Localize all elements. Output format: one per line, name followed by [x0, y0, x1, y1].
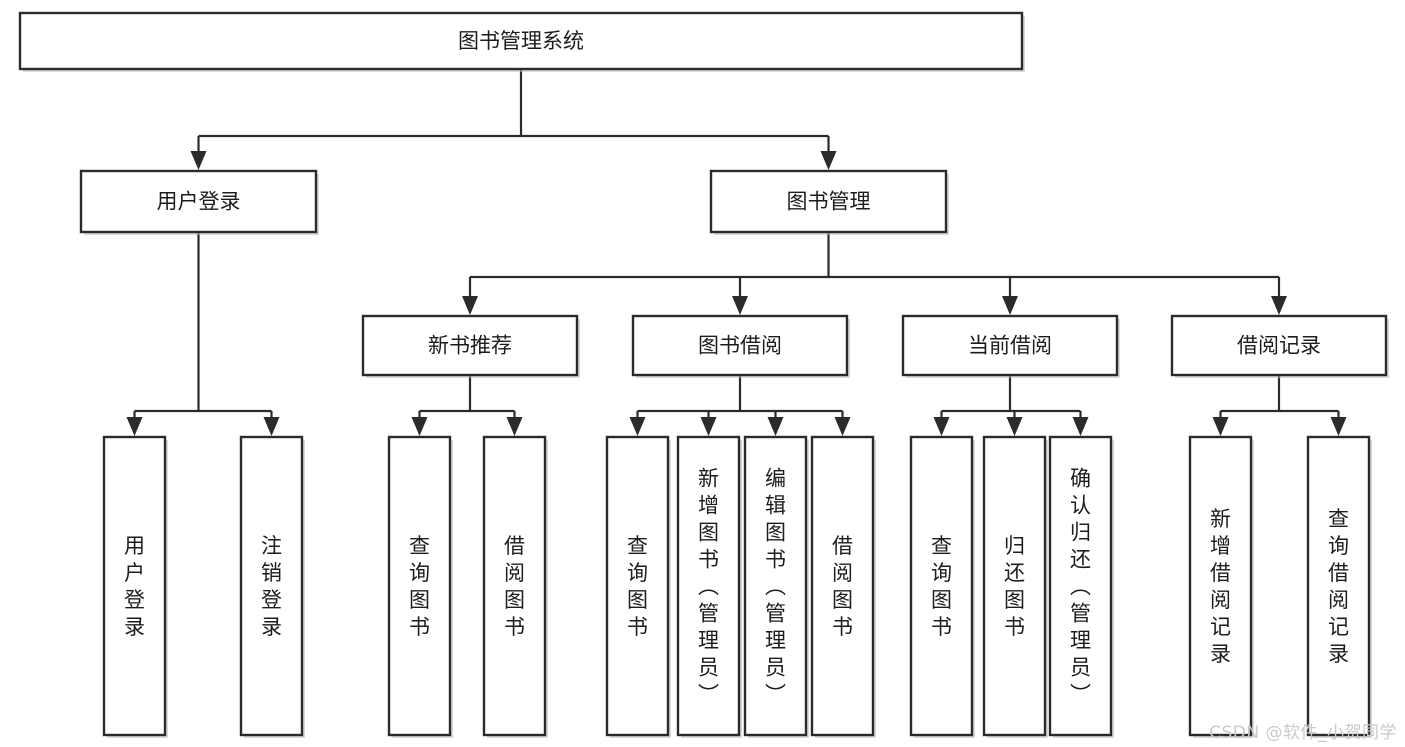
node-leaf-query-book-cur[interactable]: 查询图书 — [909, 435, 975, 738]
node-leaf-return-book[interactable]: 归还图书 — [982, 435, 1048, 738]
node-leaf-user-logout[interactable]: 注销登录 — [239, 435, 305, 738]
connector-layer — [126, 69, 1347, 436]
node-label: 查询借阅记录 — [1328, 507, 1349, 666]
node-leaf-add-book[interactable]: 新增图书︵管理员︶ — [676, 435, 742, 738]
node-new-book-rec[interactable]: 新书推荐 — [361, 314, 580, 378]
node-borrow-record[interactable]: 借阅记录 — [1170, 314, 1389, 378]
node-leaf-confirm-return[interactable]: 确认归还︵管理员︶ — [1048, 435, 1114, 738]
node-leaf-query-book-rec[interactable]: 查询图书 — [387, 435, 453, 738]
node-layer: 图书管理系统用户登录图书管理新书推荐图书借阅当前借阅借阅记录用户登录注销登录查询… — [18, 11, 1389, 738]
node-leaf-borrow-book-rec[interactable]: 借阅图书 — [482, 435, 548, 738]
node-label: 编辑图书︵管理员︶ — [765, 467, 786, 707]
node-leaf-query-book-bor[interactable]: 查询图书 — [605, 435, 671, 738]
node-label: 查询图书 — [627, 534, 648, 639]
node-label: 借阅记录 — [1237, 334, 1321, 358]
node-label: 新增图书︵管理员︶ — [698, 467, 719, 707]
node-leaf-query-record[interactable]: 查询借阅记录 — [1306, 435, 1372, 738]
node-leaf-add-record[interactable]: 新增借阅记录 — [1188, 435, 1254, 738]
node-label: 借阅图书 — [504, 534, 525, 639]
node-label: 用户登录 — [124, 534, 145, 639]
node-leaf-user-login[interactable]: 用户登录 — [102, 435, 168, 738]
node-label: 用户登录 — [157, 190, 241, 214]
node-label: 注销登录 — [261, 534, 282, 639]
node-label: 查询图书 — [931, 534, 952, 639]
node-label: 新增借阅记录 — [1210, 507, 1231, 666]
node-label: 借阅图书 — [832, 534, 853, 639]
node-label: 新书推荐 — [428, 334, 512, 358]
node-label: 查询图书 — [409, 534, 430, 639]
node-root-root[interactable]: 图书管理系统 — [18, 11, 1025, 72]
node-label: 归还图书 — [1004, 534, 1025, 639]
node-label: 当前借阅 — [968, 334, 1052, 358]
node-book-borrow[interactable]: 图书借阅 — [631, 314, 850, 378]
node-current-borrow[interactable]: 当前借阅 — [901, 314, 1120, 378]
node-leaf-borrow-book-bor[interactable]: 借阅图书 — [810, 435, 876, 738]
node-label: 图书管理系统 — [458, 29, 584, 53]
node-user-login[interactable]: 用户登录 — [79, 169, 319, 235]
node-label: 确认归还︵管理员︶ — [1070, 467, 1091, 707]
node-leaf-edit-book[interactable]: 编辑图书︵管理员︶ — [743, 435, 809, 738]
node-book-manage[interactable]: 图书管理 — [709, 169, 949, 235]
node-label: 图书管理 — [787, 190, 871, 214]
node-label: 图书借阅 — [698, 334, 782, 358]
